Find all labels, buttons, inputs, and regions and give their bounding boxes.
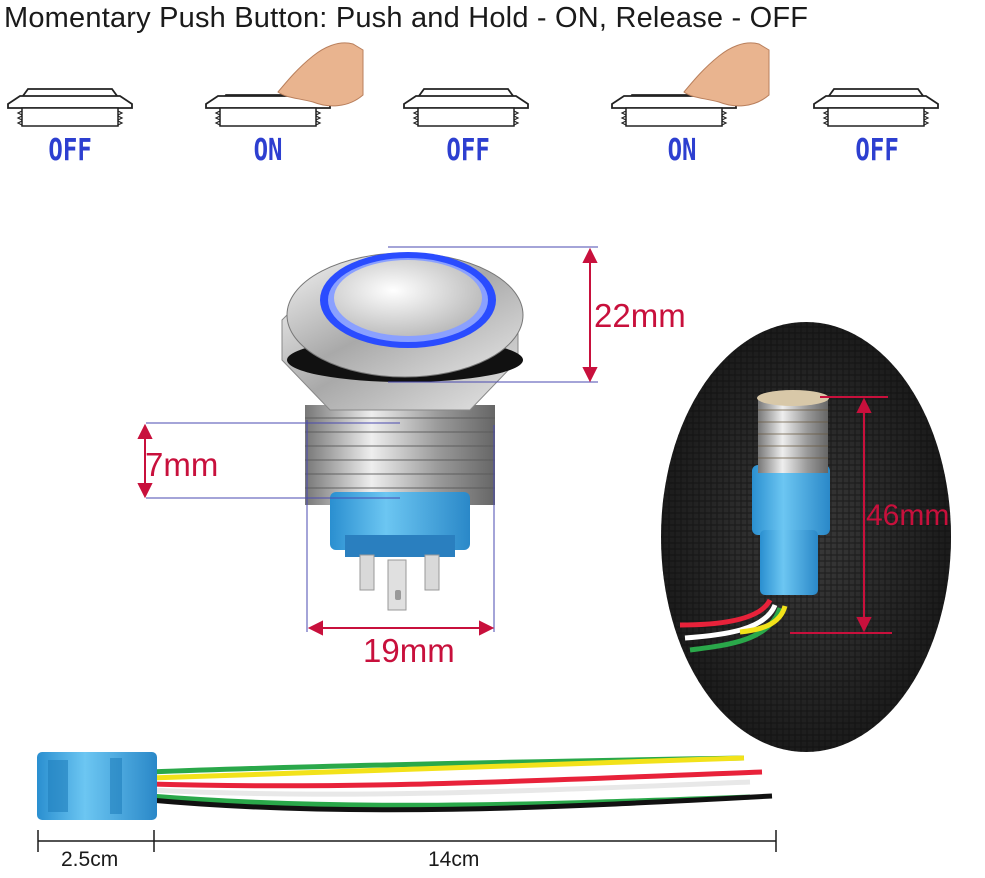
state-label-5: OFF bbox=[855, 133, 899, 168]
state-label-1: OFF bbox=[48, 133, 92, 168]
dimension-thread: 7mm bbox=[145, 446, 219, 483]
finger-icon bbox=[683, 42, 770, 107]
inset-photo bbox=[661, 322, 951, 752]
button-pressed-icon bbox=[611, 42, 770, 127]
dimension-diameter: 19mm bbox=[363, 632, 455, 669]
button-pressed-icon bbox=[205, 42, 364, 127]
dimension-total-length: 46mm bbox=[866, 499, 950, 532]
page-title: Momentary Push Button: Push and Hold - O… bbox=[4, 2, 809, 34]
wire-harness bbox=[37, 752, 777, 852]
button-released-icon bbox=[7, 88, 133, 127]
switch-illustration bbox=[281, 252, 524, 611]
dimension-height: 22mm bbox=[594, 297, 686, 334]
state-label-3: OFF bbox=[446, 133, 490, 168]
harness-connector-length: 2.5cm bbox=[61, 848, 119, 871]
button-released-icon bbox=[813, 88, 939, 127]
harness-wire-length: 14cm bbox=[428, 848, 480, 871]
button-released-icon bbox=[403, 88, 529, 127]
finger-icon bbox=[277, 42, 364, 107]
state-label-4: ON bbox=[667, 133, 697, 168]
state-label-2: ON bbox=[253, 133, 283, 168]
